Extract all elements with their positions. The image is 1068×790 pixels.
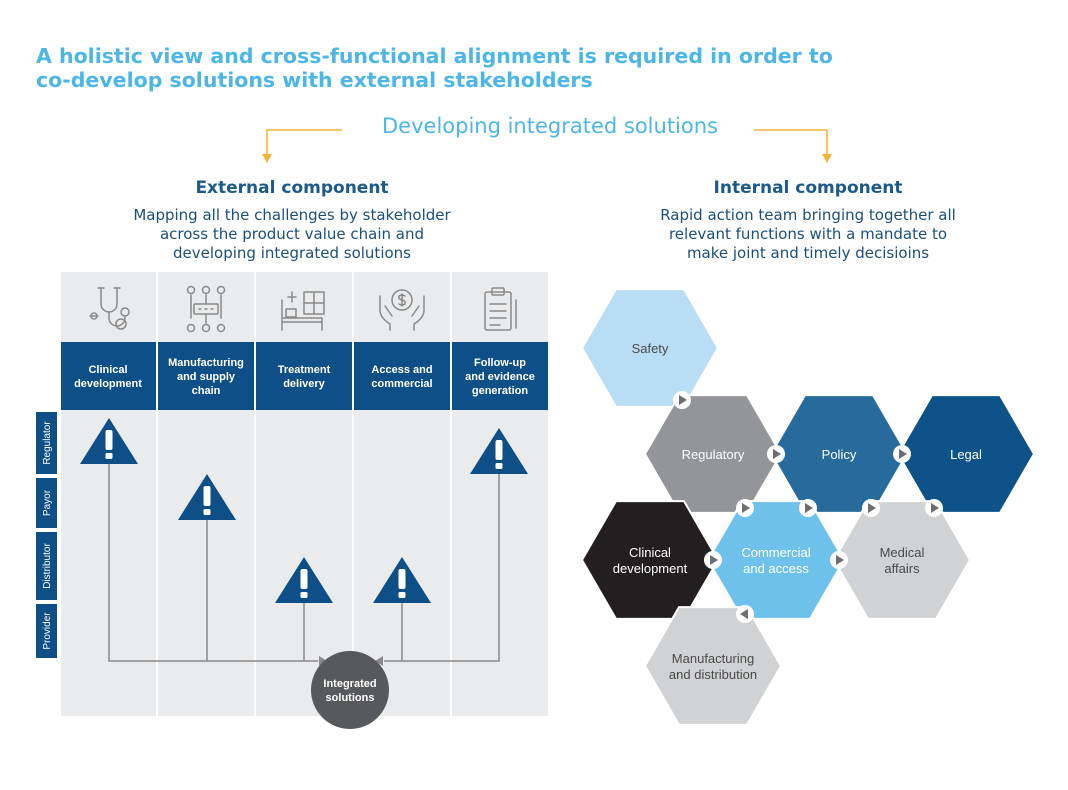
hexagon <box>832 500 972 620</box>
external-component-description: Mapping all the challenges by stakeholde… <box>92 206 492 263</box>
warning-icon <box>470 428 528 474</box>
hex-label: and access <box>743 561 809 576</box>
hex-label: Commercial <box>741 545 810 560</box>
column-header-label: delivery <box>283 378 325 390</box>
row-label-box <box>36 532 57 600</box>
hex-label: Policy <box>822 447 857 462</box>
warning-icon <box>373 557 431 603</box>
hex-label: Manufacturing <box>672 651 754 666</box>
column-header-label: Access and <box>371 364 432 376</box>
column-header-label: Manufacturing <box>168 357 244 369</box>
column-header <box>452 342 548 410</box>
money-in-hands-icon <box>379 289 425 331</box>
hexagon <box>580 500 720 620</box>
column-header-label: development <box>74 378 142 390</box>
connector-line <box>108 464 318 662</box>
hex-label: Regulatory <box>682 447 745 462</box>
arrow-left-icon <box>375 656 383 666</box>
internal-component-honeycomb: Safety Regulatory Policy Legal Clinical … <box>580 288 1036 726</box>
description-line: relevant functions with a mandate to <box>668 225 948 243</box>
row-label: Regulator <box>42 421 53 465</box>
warning-icon <box>275 557 333 603</box>
hexagon <box>580 288 720 408</box>
column-header-label: Treatment <box>278 364 331 376</box>
play-right-icon <box>893 445 911 463</box>
stethoscope-icon <box>89 287 130 330</box>
play-right-icon <box>673 391 691 409</box>
play-left-icon <box>736 605 754 623</box>
row-label-box <box>36 604 57 658</box>
column-header-label: generation <box>472 385 529 397</box>
hex-label: affairs <box>884 561 920 576</box>
play-right-icon <box>830 551 848 569</box>
page-title: A holistic view and cross-functional ali… <box>36 44 1036 92</box>
column-header <box>61 342 156 410</box>
column-header-label: chain <box>192 385 221 397</box>
column-background <box>452 272 548 716</box>
description-line: developing integrated solutions <box>173 244 411 262</box>
subtitle: Developing integrated solutions <box>382 114 718 138</box>
supply-chain-network-icon <box>186 285 226 333</box>
column-header-label: commercial <box>371 378 432 390</box>
warning-icon <box>178 474 236 520</box>
hex-label: Medical <box>880 545 925 560</box>
description-line: make joint and timely decisioins <box>686 244 930 262</box>
play-right-icon <box>704 551 722 569</box>
hub-label: Integrated <box>323 678 376 690</box>
play-right-icon <box>767 445 785 463</box>
description-line: across the product value chain and <box>159 225 425 243</box>
hex-label: Safety <box>632 341 669 356</box>
arrow-right-icon <box>319 656 327 666</box>
internal-component-description: Rapid action team bringing together all … <box>608 206 1008 263</box>
external-component-title: External component <box>195 178 389 198</box>
row-label: Distributor <box>42 543 53 589</box>
hex-label: Clinical <box>629 545 671 560</box>
play-right-icon <box>799 499 817 517</box>
internal-component-title: Internal component <box>713 178 903 198</box>
warning-icon <box>80 418 138 464</box>
hex-label: and distribution <box>669 667 757 682</box>
play-right-icon <box>736 499 754 517</box>
column-header-label: and supply <box>177 371 236 383</box>
page-title-line: A holistic view and cross-functional ali… <box>36 44 833 68</box>
play-right-icon <box>862 499 880 517</box>
arrow-down-icon <box>262 154 272 163</box>
page-title-line: co-develop solutions with external stake… <box>36 68 593 92</box>
bracket-arrows <box>262 129 832 163</box>
clipboard-icon <box>484 287 517 331</box>
column-header <box>256 342 352 410</box>
hospital-bed-icon <box>281 291 325 331</box>
column-header-label: Clinical <box>88 364 127 376</box>
description-line: Rapid action team bringing together all <box>660 206 956 224</box>
column-header-label: Follow-up <box>474 357 526 369</box>
column-header <box>354 342 450 410</box>
hexagon <box>706 500 846 620</box>
row-label: Payor <box>42 489 53 516</box>
hex-label: development <box>613 561 688 576</box>
column-header <box>158 342 254 410</box>
row-label-box <box>36 412 57 474</box>
row-label: Provider <box>42 612 53 650</box>
arrow-down-icon <box>822 154 832 163</box>
external-component-diagram: Clinical development Manufacturing and s… <box>36 272 548 729</box>
hexagon <box>643 606 783 726</box>
hex-label: Legal <box>950 447 982 462</box>
hub-label: solutions <box>326 692 375 704</box>
connector-line <box>384 474 500 662</box>
column-header-label: and evidence <box>465 371 535 383</box>
row-label-box <box>36 478 57 528</box>
description-line: Mapping all the challenges by stakeholde… <box>133 206 451 224</box>
integrated-solutions-hub <box>311 651 389 729</box>
play-right-icon <box>925 499 943 517</box>
